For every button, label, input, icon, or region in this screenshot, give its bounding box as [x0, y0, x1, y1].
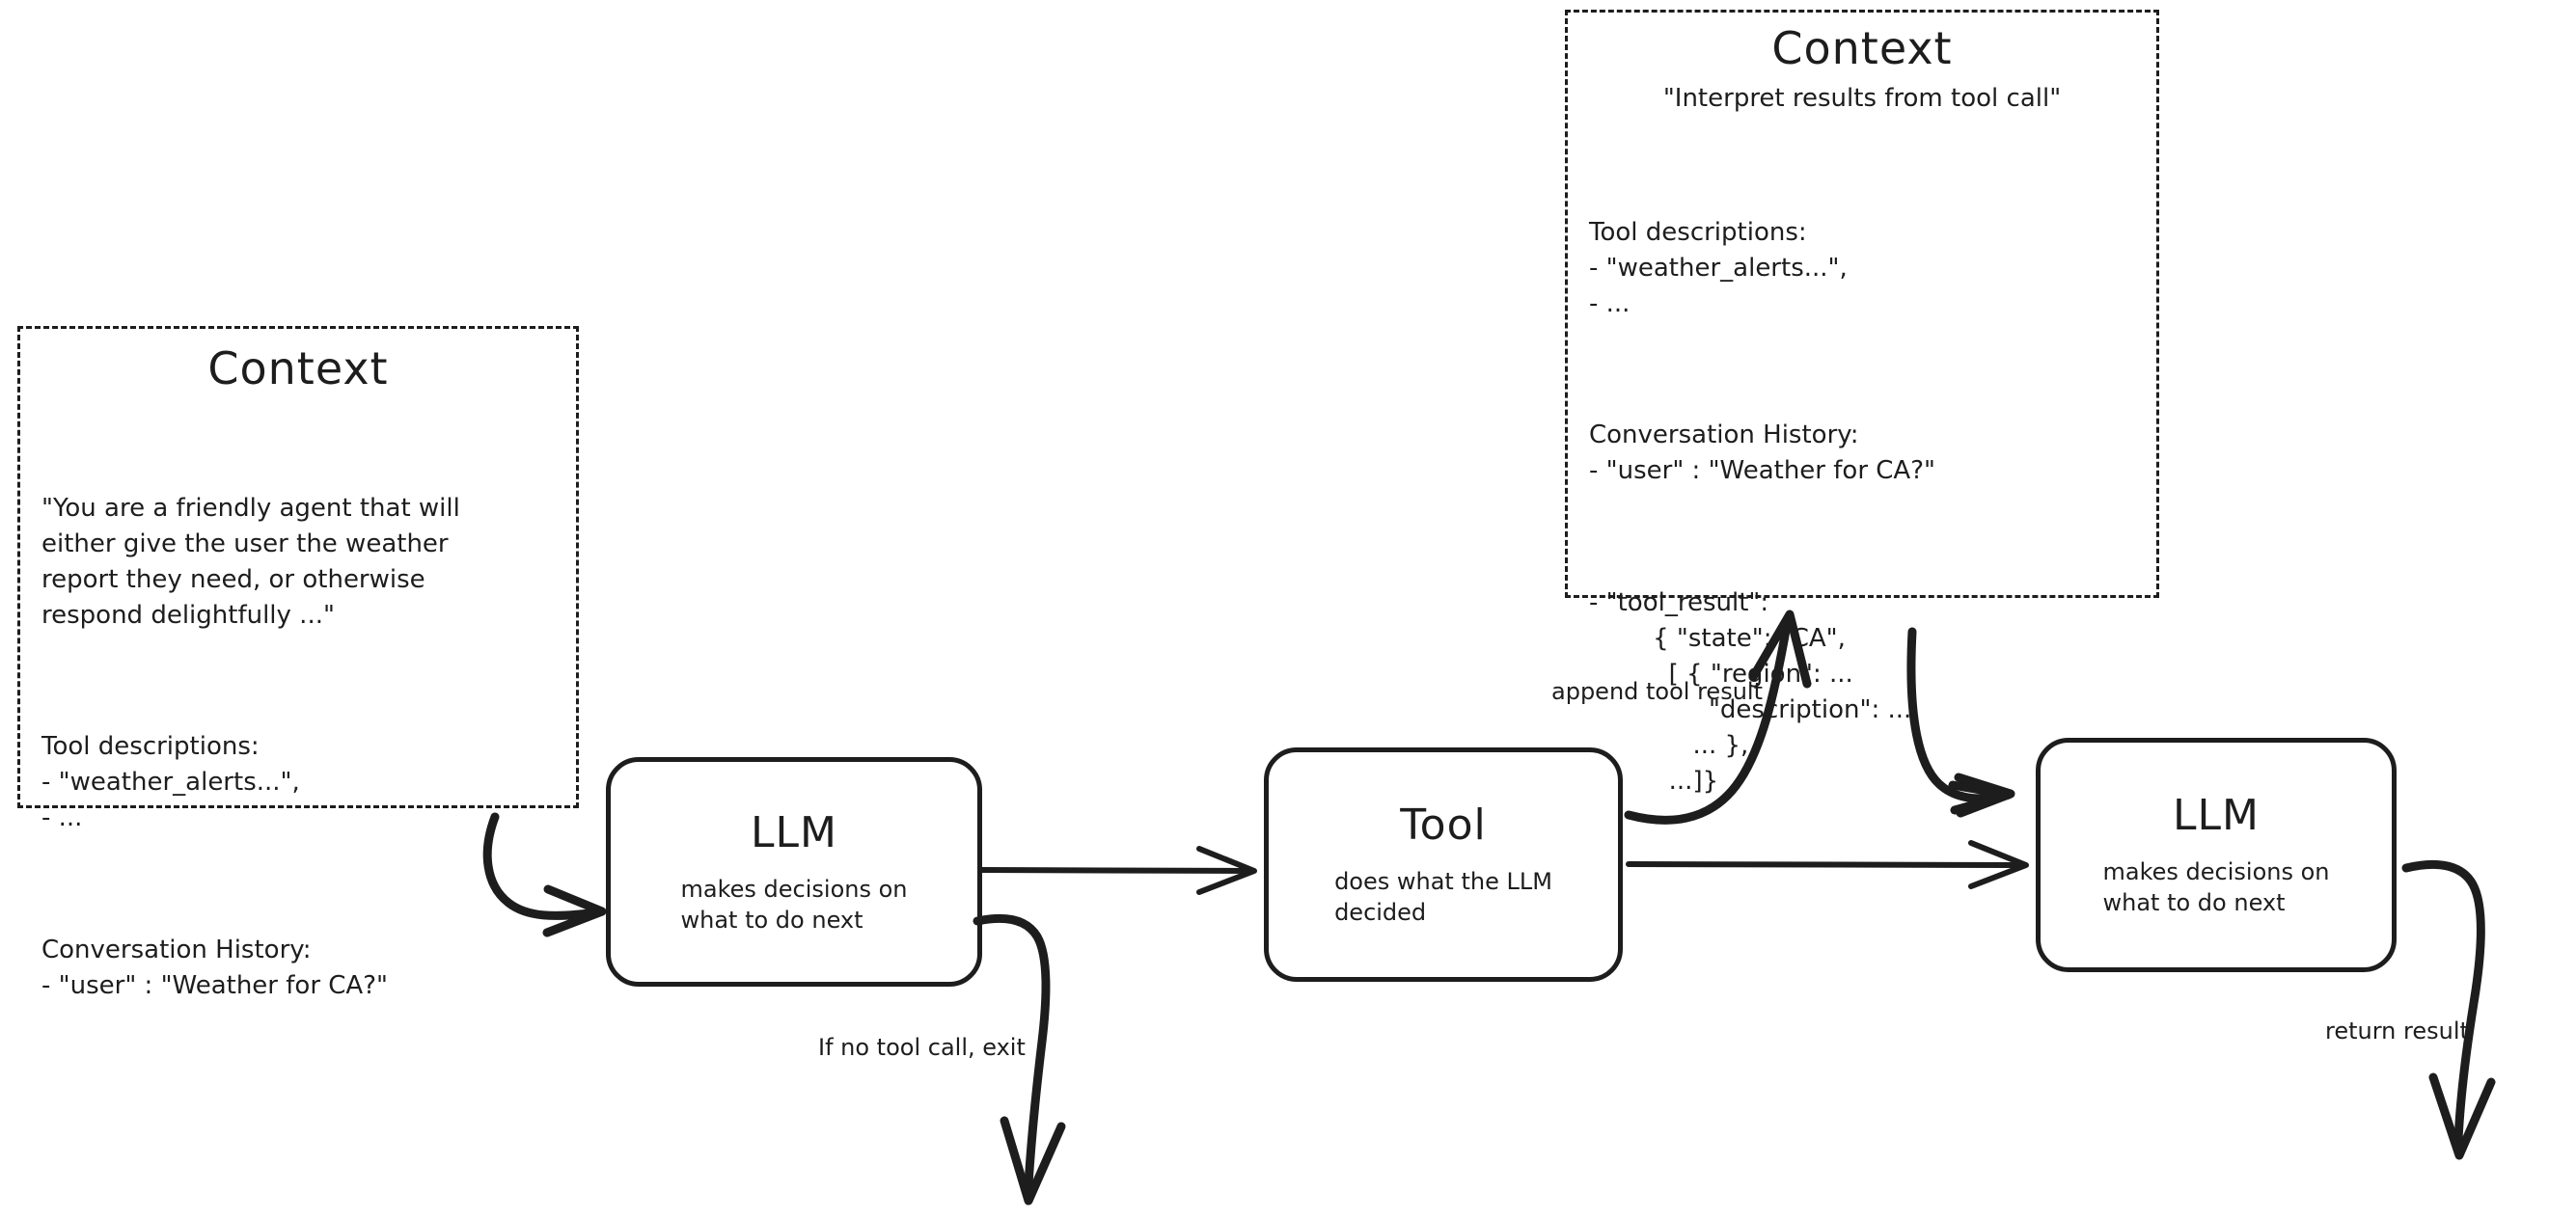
context-right-title: Context	[1771, 22, 1953, 74]
node-tool-subtitle: does what the LLM decided	[1334, 868, 1552, 926]
context-right-subtitle: "Interpret results from tool call"	[1662, 84, 2062, 113]
context-left-system-prompt: "You are a friendly agent that will eith…	[41, 493, 460, 630]
node-llm-second-title: LLM	[2173, 791, 2260, 841]
arrow-llm1-to-tool	[979, 846, 1257, 895]
context-left-body: "You are a friendly agent that will eith…	[41, 420, 555, 1074]
node-llm-second[interactable]: LLM makes decisions on what to do next	[2036, 738, 2397, 972]
node-tool[interactable]: Tool does what the LLM decided	[1264, 747, 1623, 982]
node-llm-first-title: LLM	[751, 807, 837, 857]
node-llm-first-subtitle: makes decisions on what to do next	[680, 875, 908, 934]
edge-label-if-no-tool-call-exit: If no tool call, exit	[818, 1034, 1026, 1061]
context-left-tool-descriptions: Tool descriptions: - "weather_alerts..."…	[41, 732, 300, 833]
context-box-right: Context "Interpret results from tool cal…	[1565, 10, 2159, 796]
node-tool-title: Tool	[1400, 800, 1487, 851]
node-llm-second-subtitle: makes decisions on what to do next	[2102, 858, 2330, 916]
arrow-llm2-return	[2401, 859, 2496, 1160]
context-right-conversation-history: Conversation History: - "user" : "Weathe…	[1589, 421, 1935, 486]
context-right-tool-descriptions: Tool descriptions: - "weather_alerts..."…	[1589, 217, 1848, 318]
context-left-title: Context	[207, 342, 389, 394]
context-left-conversation-history: Conversation History: - "user" : "Weathe…	[41, 935, 388, 1000]
edge-label-append-tool-result: append tool result	[1551, 678, 1763, 705]
context-box-left: Context "You are a friendly agent that w…	[17, 326, 579, 1000]
edge-label-return-result: return result	[2325, 1018, 2469, 1045]
node-llm-first[interactable]: LLM makes decisions on what to do next	[606, 757, 982, 987]
